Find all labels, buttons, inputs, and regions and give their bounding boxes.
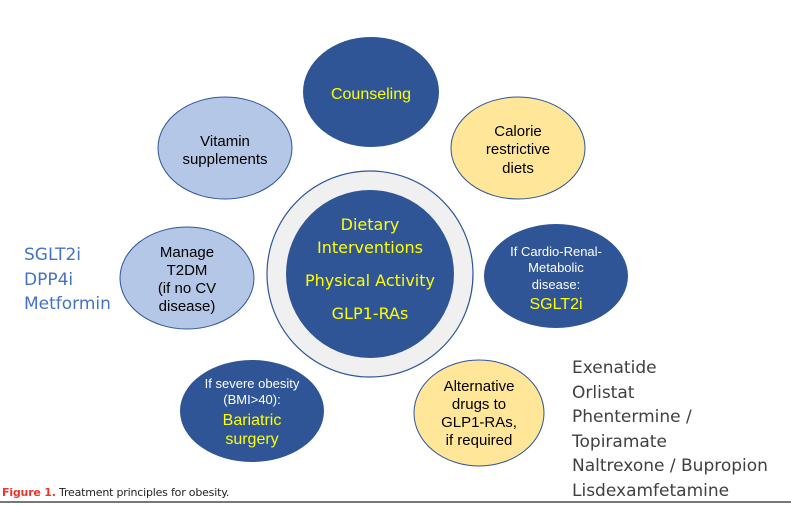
t2dm-drug-item: DPP4i — [24, 269, 74, 290]
node-calorie-restrictive-diets: Calorie restrictive diets — [450, 96, 586, 200]
t2dm-line-1: Manage — [160, 244, 214, 261]
central-node: Dietary Interventions Physical Activity … — [266, 170, 474, 378]
bariatric-highlight-2: surgery — [225, 431, 278, 448]
calorie-ellipse — [450, 96, 586, 200]
t2dm-drug-item: SGLT2i — [24, 245, 82, 265]
alternative-drug-item: Naltrexone / Bupropion — [572, 456, 768, 476]
calorie-line-1: Calorie — [494, 123, 542, 140]
node-alternative-drugs: Alternative drugs to GLP1-RAs, if requir… — [413, 359, 545, 467]
node-vitamin-supplements: Vitamin supplements — [157, 96, 293, 200]
bariatric-condition-2: (BMI>40): — [223, 392, 280, 407]
calorie-line-3: diets — [502, 160, 534, 177]
alternative-line-1: Alternative — [444, 378, 515, 395]
bariatric-highlight-1: Bariatric — [223, 412, 282, 429]
t2dm-line-2: T2DM — [167, 262, 208, 279]
calorie-line-2: restrictive — [486, 141, 550, 158]
vitamins-ellipse — [157, 96, 293, 200]
node-manage-t2dm: Manage T2DM (if no CV disease) — [119, 226, 255, 330]
central-inner-circle — [286, 190, 454, 358]
alternative-ellipse — [413, 359, 545, 467]
t2dm-drug-item: Metformin — [24, 294, 111, 314]
alternative-drug-item: Phentermine / Topiramate — [572, 407, 692, 452]
t2dm-drug-list: SGLT2i DPP4i Metformin — [24, 243, 111, 317]
alternative-drug-item: Orlistat — [572, 382, 635, 403]
figure-caption-text: Treatment principles for obesity. — [55, 486, 230, 499]
center-line-2: Interventions — [317, 238, 423, 257]
center-line-4: GLP1-RAs — [332, 304, 409, 323]
bariatric-ellipse — [180, 360, 324, 462]
cardio-ellipse — [484, 224, 628, 328]
alternative-line-3: GLP1-RAs, — [441, 414, 517, 431]
vitamins-line-1: Vitamin — [200, 133, 250, 150]
bariatric-condition-1: If severe obesity — [205, 376, 300, 391]
node-bariatric-surgery: If severe obesity (BMI>40): Bariatric su… — [180, 360, 324, 462]
counseling-label: Counseling — [331, 86, 411, 103]
alternative-drug-list: Exenatide Orlistat Phentermine / Topiram… — [572, 356, 791, 503]
center-line-3: Physical Activity — [305, 271, 435, 290]
cardio-line-1: If Cardio-Renal- — [510, 244, 602, 259]
caption-divider — [0, 501, 791, 503]
figure-caption: Figure 1. Treatment principles for obesi… — [2, 486, 229, 499]
t2dm-line-4: disease) — [159, 298, 216, 315]
alternative-drug-item: Exenatide — [572, 358, 657, 378]
alternative-line-2: drugs to — [452, 396, 506, 413]
vitamins-line-2: supplements — [182, 151, 267, 168]
t2dm-line-3: (if no CV — [158, 280, 216, 297]
node-cardio-renal-metabolic: If Cardio-Renal- Metabolic disease: SGLT… — [484, 224, 628, 328]
alternative-drug-item: Lisdexamfetamine — [572, 480, 730, 501]
figure-label: Figure 1. — [2, 486, 56, 499]
cardio-highlight: SGLT2i — [529, 296, 582, 313]
alternative-line-4: if required — [446, 432, 513, 449]
cardio-line-2: Metabolic — [528, 260, 584, 275]
t2dm-ellipse — [119, 226, 255, 330]
node-counseling: Counseling — [303, 37, 439, 147]
counseling-ellipse — [303, 37, 439, 147]
cardio-line-3: disease: — [532, 277, 580, 292]
center-line-1: Dietary — [341, 215, 400, 234]
